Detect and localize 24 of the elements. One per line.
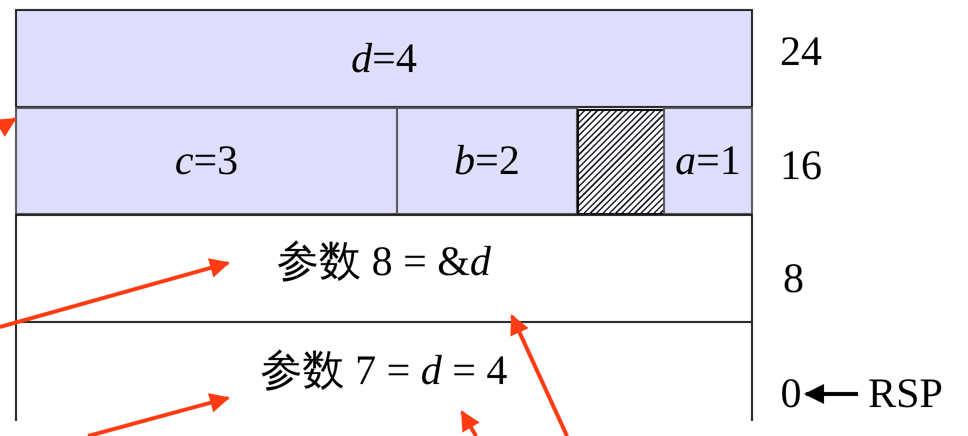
offset-label: 24 xyxy=(780,28,822,76)
memory-row xyxy=(15,321,753,421)
memory-row xyxy=(15,214,753,323)
cell-text: c=3 xyxy=(174,137,238,185)
arrow xyxy=(0,258,230,329)
memory-row xyxy=(15,9,753,108)
arrow xyxy=(87,393,230,436)
offset-label: 8 xyxy=(783,255,804,303)
offset-label: 16 xyxy=(780,142,822,190)
arrow xyxy=(510,314,569,436)
cell-text: b=2 xyxy=(454,137,520,185)
memory-cell xyxy=(663,107,753,215)
register-label: RSP xyxy=(868,370,943,418)
memory-cell xyxy=(15,107,398,215)
cell-text: 参数 8 = &d xyxy=(277,238,491,286)
offset-label: 0 xyxy=(780,370,802,418)
memory-cell xyxy=(396,107,578,215)
arrow xyxy=(460,410,480,436)
cell-text: 参数 7 = d = 4 xyxy=(260,347,508,396)
arrow xyxy=(804,384,858,404)
hatched-box xyxy=(577,109,665,215)
cell-text: d=4 xyxy=(351,34,417,82)
arrow xyxy=(0,117,17,137)
cell-text: a=1 xyxy=(675,137,741,185)
